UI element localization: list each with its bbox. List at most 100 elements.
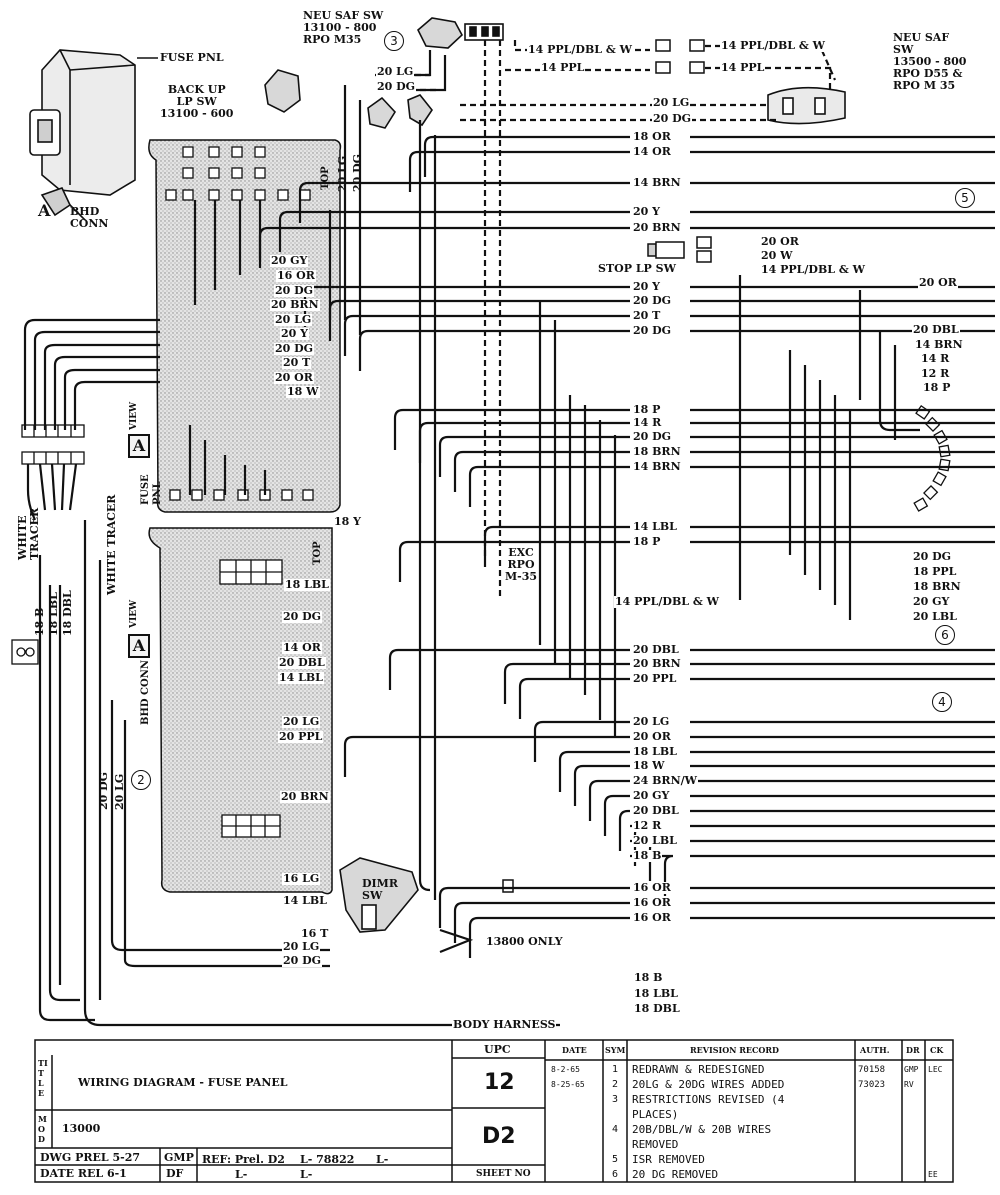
right-fan-connector: [913, 404, 951, 512]
wire-label: 18 W: [632, 759, 666, 772]
wire-run: [618, 809, 995, 851]
drawing-title: WIRING DIAGRAM - FUSE PANEL: [78, 1076, 288, 1089]
rev-header-dr: DR: [906, 1045, 920, 1055]
wire-label: 20 DG: [632, 430, 673, 443]
wire-label: 20 PPL: [632, 672, 678, 685]
bhd-wire-label: 20 LG: [282, 715, 321, 728]
wire-label: 20 LG: [632, 715, 671, 728]
neu-saf-sw-top-shape: [417, 17, 504, 49]
revision-cell: 20LG & 20DG WIRES ADDED: [632, 1078, 785, 1091]
top-wire-label: 14 PPL: [720, 61, 766, 74]
wire-label: 20 GY: [632, 789, 671, 802]
top-wire-label: 14 PPL/DBL & W: [720, 39, 826, 52]
wire-label: 16 OR: [632, 911, 672, 924]
revision-cell: REMOVED: [632, 1138, 679, 1151]
far-right-lower-label: 18 PPL: [912, 565, 958, 578]
sheet-no-label: SHEET NO: [476, 1169, 531, 1179]
wire-run: [603, 794, 995, 836]
wire-label: 18 P: [632, 403, 662, 416]
wire-run: [258, 226, 995, 268]
revision-cell: RESTRICTIONS REVISED (4: [632, 1093, 785, 1106]
wire-label: 20 BRN: [632, 657, 682, 670]
fuse-clips: [165, 146, 314, 501]
static-wire-routing: [23, 40, 920, 1027]
wire-run: [468, 916, 995, 958]
wire-label: 20 DBL: [632, 643, 680, 656]
rev-header-record: REVISION RECORD: [690, 1045, 779, 1055]
stop-wire-label: 20 OR: [760, 235, 800, 248]
rev-header-sym: SYM: [605, 1045, 626, 1055]
exc-rpo-label: EXC RPO M-35: [505, 546, 538, 583]
fuse-panel-sketch: [29, 49, 158, 221]
wire-run: [298, 181, 995, 223]
bhd-conn-label: BHD CONN: [70, 205, 109, 230]
bhd-wire-label: 16 LG: [282, 872, 321, 885]
wire-label: 20 DG: [632, 294, 673, 307]
bhd-wire-label: 20 DBL: [278, 656, 326, 669]
revision-cell: 8-25-65: [551, 1080, 585, 1089]
l-number-1: L- 78822: [300, 1153, 355, 1166]
bhd-wire-label: 20 LG: [282, 940, 321, 953]
gmp-cell: GMP: [164, 1151, 194, 1164]
panel-wire-label: 20 GY: [270, 254, 309, 267]
neu-saf-sw-right-label: NEU SAF SW 13500 - 800 RPO D55 & RPO M 3…: [893, 31, 967, 92]
wire-label: 20 Y: [632, 205, 661, 218]
inline-connectors: [502, 39, 705, 893]
wire-run: [518, 677, 995, 719]
stop-lp-sw-shape: [647, 236, 712, 263]
revision-cell: 5: [612, 1154, 619, 1165]
revision-cell: 6: [612, 1169, 619, 1180]
far-right-wire-label: 14 R: [920, 352, 951, 365]
wire-label: 14 OR: [632, 145, 672, 158]
bhd-wire-label: 14 LBL: [282, 894, 328, 907]
revision-cell: REDRAWN & REDESIGNED: [632, 1063, 765, 1076]
wire-run: [418, 421, 995, 463]
panel-wire-label: 20 BRN: [270, 298, 320, 311]
wire-label: 18 LBL: [632, 745, 678, 758]
backup-lp-sw-label: BACK UP LP SW 13100 - 600: [160, 83, 234, 120]
panel-wire-label: 20 DG: [274, 342, 315, 355]
top-wire-label: 14 PPL/DBL & W: [527, 43, 633, 56]
l-number-4: L-: [300, 1168, 313, 1181]
wire-run: [533, 720, 995, 762]
wire-label: 20 OR: [632, 730, 672, 743]
wire-run: [398, 540, 995, 582]
upc-value: 12: [484, 1070, 515, 1095]
view-a-fuse-box: A: [128, 434, 150, 458]
wire-run: [438, 886, 995, 928]
panel-wire-label: 18 W: [286, 385, 320, 398]
date-row: DATE REL 6-1: [40, 1167, 127, 1180]
bhd-wire-label: 20 DG: [282, 610, 323, 623]
wire-label: 18 B: [632, 849, 663, 862]
callout-6: 6: [935, 625, 955, 645]
wire-run: [438, 435, 995, 477]
top-wire-label: 14 PPL: [540, 61, 586, 74]
revision-cell: RV: [904, 1080, 914, 1089]
wire-label: 14 R: [632, 416, 663, 429]
bottom-wire-label: 18 LBL: [633, 987, 679, 1000]
view-a-bhd-box: A: [128, 634, 150, 658]
far-right-wire-label: 18 P: [922, 381, 952, 394]
far-right-wire-label: 20 DBL: [912, 323, 960, 336]
fuse-panel-body: [148, 139, 342, 513]
stop-wire-label: 20 W: [760, 249, 794, 262]
mod-side-label: MOD: [38, 1114, 47, 1144]
bhd-wire-label: 20 DG: [282, 954, 323, 967]
upc-label: UPC: [484, 1043, 511, 1056]
panel-wire-label: 20 Y: [280, 327, 309, 340]
bhd-wire-label: 14 LBL: [278, 671, 324, 684]
top-wire-label: 20 LG: [376, 65, 415, 78]
revision-cell: PLACES): [632, 1108, 679, 1121]
wire-label: 18 BRN: [632, 445, 682, 458]
wire-run: [343, 735, 995, 777]
far-right-lower-label: 20 GY: [912, 595, 951, 608]
far-right-lower-label: 20 DG: [912, 550, 953, 563]
revision-cell: 73023: [858, 1080, 886, 1090]
mid-ppl-label: 14 PPL/DBL & W: [614, 595, 720, 608]
panel-wire-label: 20 T: [282, 356, 312, 369]
revision-cell: 3: [612, 1094, 619, 1105]
wire-run: [393, 408, 995, 450]
top-wire-label: 20 DG: [652, 112, 693, 125]
far-right-lower-label: 18 BRN: [912, 580, 962, 593]
